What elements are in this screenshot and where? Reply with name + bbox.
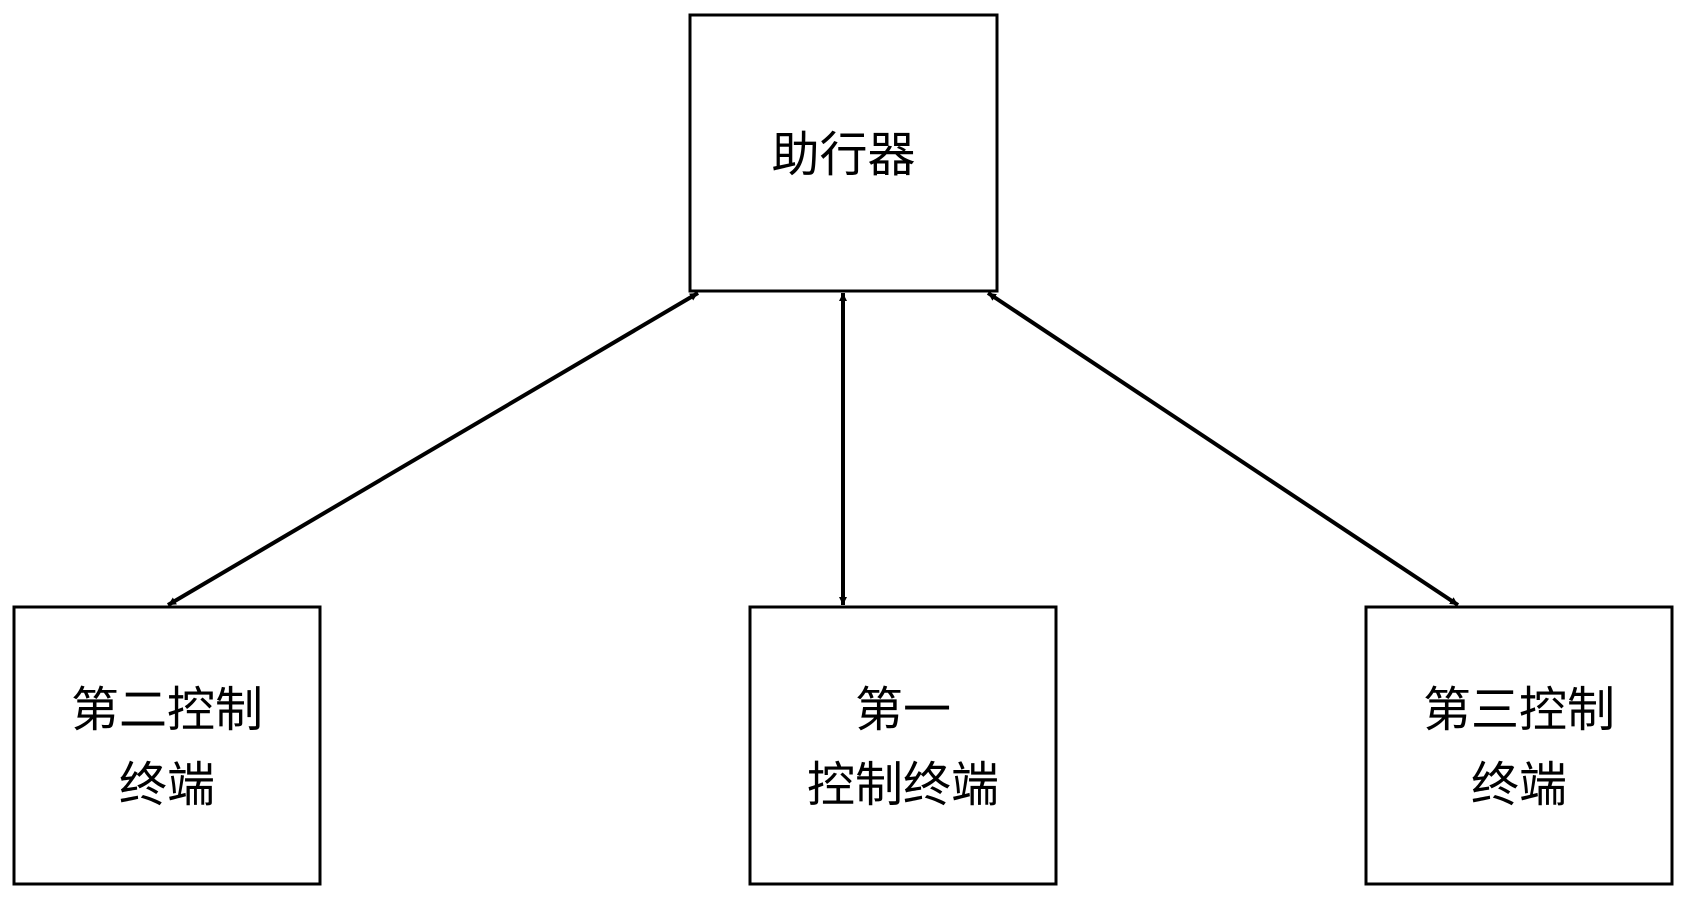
node-third-box: [1364, 605, 1674, 886]
node-third-label-line-1: 第三控制: [1423, 682, 1615, 738]
node-third-label-line-2: 终端: [1471, 757, 1567, 813]
connectors: [166, 291, 1460, 607]
edge-assist-second: [166, 291, 700, 607]
node-assist: 助行器: [688, 13, 999, 293]
node-first-label-line-1: 第一: [855, 682, 951, 738]
node-second-label-line-2: 终端: [119, 757, 215, 813]
node-third: 第三控制 终端: [1364, 605, 1674, 886]
node-second: 第二控制 终端: [12, 605, 322, 886]
edge-assist-third: [986, 291, 1460, 607]
node-second-label-line-1: 第二控制: [71, 682, 263, 738]
node-first: 第一 控制终端: [748, 605, 1058, 886]
node-assist-box: [688, 13, 999, 293]
node-assist-label-line-1: 助行器: [771, 127, 915, 183]
node-second-box: [12, 605, 322, 886]
node-first-box: [748, 605, 1058, 886]
node-first-label-line-2: 控制终端: [807, 757, 999, 813]
